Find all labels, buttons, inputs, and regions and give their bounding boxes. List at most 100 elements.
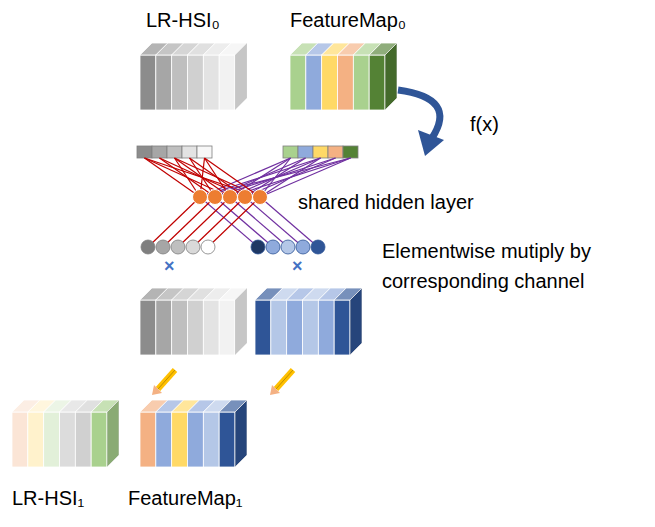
cube-side-shade <box>235 400 247 467</box>
cube-slice <box>255 300 271 355</box>
cube-slice <box>60 412 76 467</box>
pooled-vector-cell <box>313 146 328 158</box>
cube-slice <box>12 412 28 467</box>
pooled-vector-cell <box>182 146 197 158</box>
cube-slice <box>306 55 322 110</box>
cube-slice <box>172 300 188 355</box>
hidden-neuron <box>238 190 253 205</box>
channel-weight <box>171 240 185 254</box>
cube-slice <box>75 412 91 467</box>
cube-side-shade <box>107 400 119 467</box>
multiply-sign: × <box>164 254 175 278</box>
pencil-arrow <box>276 370 293 389</box>
weight-line <box>163 197 215 247</box>
cube-slice <box>203 412 219 467</box>
channel-weight <box>156 240 170 254</box>
pooled-vector-cell <box>343 146 358 158</box>
cube-slice <box>188 412 204 467</box>
weighted-hsi-cube <box>140 288 247 355</box>
hidden-neuron <box>223 190 238 205</box>
cube-side-shade <box>235 43 247 110</box>
cube-slice <box>219 300 235 355</box>
cube-slice <box>188 55 204 110</box>
function-label: f(x) <box>470 112 499 136</box>
pooled-vector-cell <box>283 146 298 158</box>
weight-line <box>148 197 200 247</box>
cube-slice <box>318 300 334 355</box>
cube-side <box>235 400 247 467</box>
channel-weight <box>281 240 295 254</box>
feature-cube <box>290 43 397 110</box>
channel-weight <box>201 240 215 254</box>
cube-slice <box>140 300 156 355</box>
pencil-arrow <box>158 370 175 389</box>
cube-label: FeatureMap₀ <box>290 8 406 32</box>
cube-slice <box>287 300 303 355</box>
cube-slice <box>338 55 354 110</box>
pencil-arrow-edge <box>276 370 293 389</box>
weight-line <box>245 197 303 247</box>
channel-weight <box>296 240 310 254</box>
cube-slice <box>334 300 350 355</box>
cube-slice <box>172 55 188 110</box>
cube-slice <box>203 55 219 110</box>
cube-side-shade <box>350 288 362 355</box>
weighted-feature-cube <box>255 288 362 355</box>
cube-slice <box>219 55 235 110</box>
cube-slice <box>156 55 172 110</box>
pencil-arrow-edge <box>158 370 175 389</box>
channel-weight <box>186 240 200 254</box>
pooled-vector-cell <box>298 146 313 158</box>
channel-weight <box>311 240 325 254</box>
cube-slice <box>303 300 319 355</box>
hsi-cube <box>140 43 247 110</box>
hidden-neuron <box>193 190 208 205</box>
pencil-arrow-tip <box>152 385 162 395</box>
pooled-vector-cell <box>328 146 343 158</box>
cube-slice <box>322 55 338 110</box>
output-hsi-cube <box>12 400 119 467</box>
cube-slice <box>369 55 385 110</box>
cube-slice <box>156 300 172 355</box>
cube-slice <box>140 412 156 467</box>
weight-line <box>178 197 230 247</box>
cube-side <box>350 288 362 355</box>
pencil-arrow-tip <box>270 385 280 395</box>
pooled-vector-cell <box>152 146 167 158</box>
cube-side <box>235 43 247 110</box>
cube-side <box>385 43 397 110</box>
hidden-neuron <box>208 190 223 205</box>
cube-slice <box>271 300 287 355</box>
cube-slice <box>44 412 60 467</box>
cube-side <box>235 288 247 355</box>
function-arrowhead <box>418 130 444 156</box>
layer-label: shared hidden layer <box>298 190 474 214</box>
cube-slice <box>219 412 235 467</box>
cube-slice <box>188 300 204 355</box>
cube-slice <box>353 55 369 110</box>
cube-label: FeatureMap₁ <box>128 486 243 510</box>
cube-slice <box>156 412 172 467</box>
channel-weight <box>141 240 155 254</box>
output-feature-cube <box>140 400 247 467</box>
cube-slice <box>290 55 306 110</box>
hidden-neuron <box>253 190 268 205</box>
cube-side-shade <box>235 288 247 355</box>
pooled-vector-cell <box>167 146 182 158</box>
pooled-vector-cell <box>137 146 152 158</box>
cube-slice <box>203 300 219 355</box>
cube-slice <box>140 55 156 110</box>
cube-slice <box>91 412 107 467</box>
cube-side <box>107 400 119 467</box>
cube-slice <box>28 412 44 467</box>
operation-note: Elementwise mutiply by corresponding cha… <box>382 236 644 296</box>
cube-side-shade <box>385 43 397 110</box>
cube-label: LR-HSI₁ <box>12 486 84 510</box>
cube-label: LR-HSI₀ <box>146 8 220 32</box>
channel-weight <box>266 240 280 254</box>
multiply-sign: × <box>292 254 303 278</box>
channel-weight <box>251 240 265 254</box>
cube-slice <box>172 412 188 467</box>
pooled-vector-cell <box>197 146 212 158</box>
